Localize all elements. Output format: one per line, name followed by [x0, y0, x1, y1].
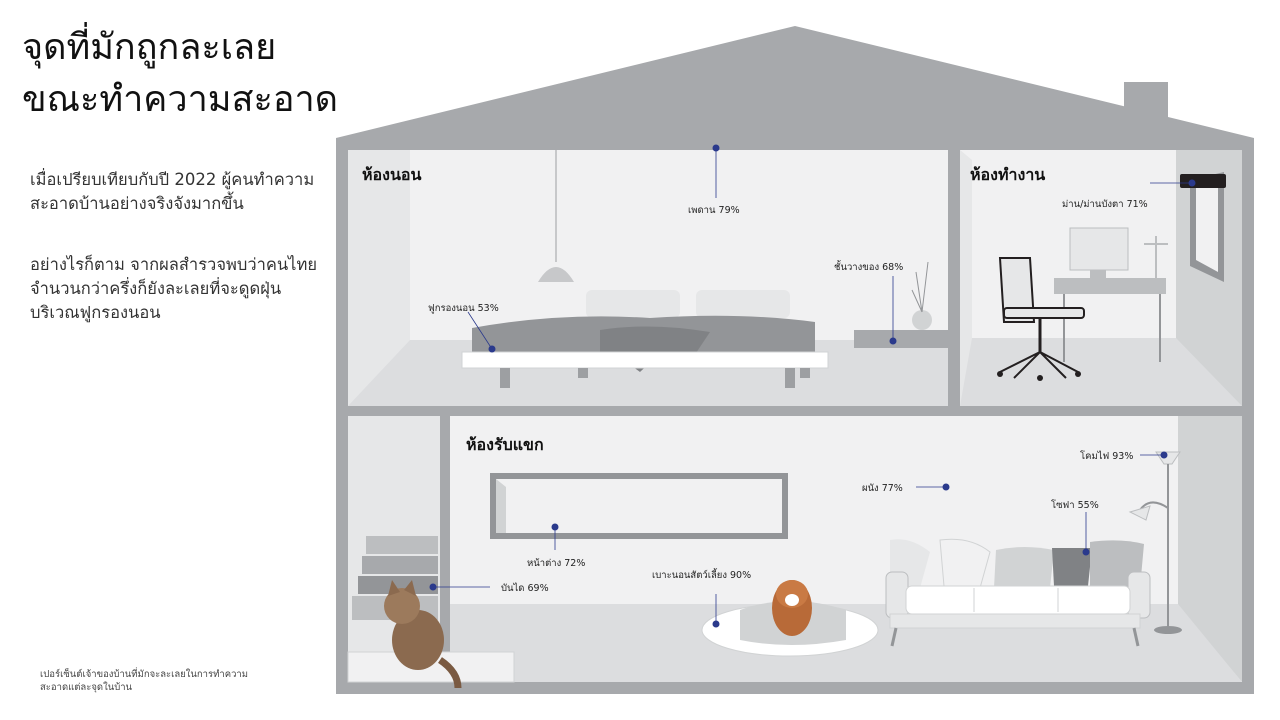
markers: [429, 144, 1196, 628]
sofa: [885, 538, 1151, 647]
intro-paragraph-1: เมื่อเปรียบเทียบกับปี 2022 ผู้คนทำความสะ…: [30, 170, 315, 213]
intro-paragraph-2: อย่างไรก็ตาม จากผลสำรวจพบว่าคนไทยจำนวนกว…: [30, 255, 318, 322]
footnote: เปอร์เซ็นต์เจ้าของบ้านที่มักจะละเลยในการ…: [40, 669, 248, 693]
shelf: [854, 330, 948, 348]
label-blinds: ม่าน/ม่านบังตา 71%: [1062, 199, 1148, 210]
bed-frame: [461, 351, 829, 369]
desk: [1054, 278, 1166, 294]
title-line-1: จุดที่มักถูกละเลย: [22, 27, 277, 68]
chimney: [1124, 82, 1168, 122]
dog: [772, 580, 812, 636]
pendant-lamp: [538, 267, 574, 282]
page-title: จุดที่มักถูกละเลย ขณะทำความสะอาด: [22, 22, 338, 126]
blinds: [1180, 174, 1226, 188]
label-sofa: โซฟา 55%: [1051, 500, 1099, 511]
label-ceiling: เพดาน 79%: [688, 205, 740, 216]
room-label-living: ห้องรับแขก: [466, 435, 544, 454]
cat: [384, 580, 462, 689]
room-label-office: ห้องทำงาน: [970, 165, 1046, 184]
title-line-2: ขณะทำความสะอาด: [22, 79, 339, 120]
roof: [336, 26, 1254, 138]
office-floor: [960, 338, 1242, 406]
label-window: หน้าต่าง 72%: [527, 558, 586, 569]
label-shelf: ชั้นวางของ 68%: [834, 262, 904, 273]
label-petbed: เบาะนอนสัตว์เลี้ยง 90%: [652, 570, 752, 581]
monitor: [1069, 227, 1129, 271]
label-mattress: ฟูกรองนอน 53%: [428, 303, 499, 314]
office-chair: [998, 257, 1036, 323]
vase: [912, 310, 932, 330]
label-lamp: โคมไฟ 93%: [1080, 451, 1134, 462]
label-stairs: บันได 69%: [501, 583, 549, 594]
label-wall: ผนัง 77%: [862, 483, 903, 494]
room-label-bedroom: ห้องนอน: [362, 165, 422, 184]
